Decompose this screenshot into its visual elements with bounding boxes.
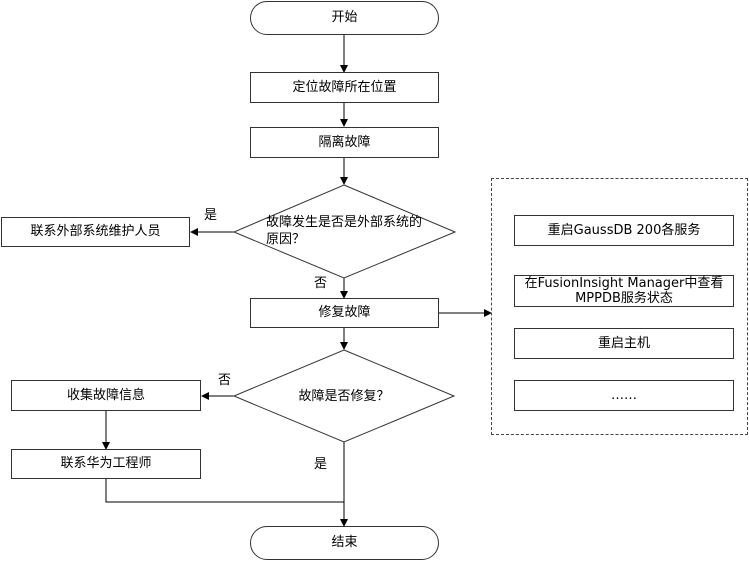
- contact-external-step: 联系外部系统维护人员: [1, 217, 190, 247]
- decision-repaired-label: 故障是否修复？: [298, 389, 390, 404]
- check-status-step: 在FusionInsight Manager中查看 MPPDB服务状态: [514, 275, 734, 307]
- label-no-repaired: 否: [218, 373, 232, 388]
- repair-steps-group: [491, 178, 748, 435]
- label-yes-external: 是: [204, 208, 218, 223]
- contact-huawei-step: 联系华为工程师: [11, 449, 201, 479]
- collect-info-step: 收集故障信息: [11, 380, 201, 411]
- restart-services-step: 重启GaussDB 200各服务: [514, 215, 734, 246]
- decision-external-shape: [232, 184, 457, 279]
- start-terminal: 开始: [250, 1, 439, 35]
- edge-contact-huawei-end: [105, 479, 344, 503]
- isolate-fault-step: 隔离故障: [250, 127, 439, 158]
- decision-repaired-text: 故障是否修复？: [264, 388, 424, 405]
- repair-fault-step: 修复故障: [250, 298, 439, 328]
- decision-repaired-shape: [232, 349, 456, 443]
- decision-external-line1: 故障发生是否是外部系统的: [265, 215, 422, 230]
- start-label: 开始: [331, 10, 358, 25]
- decision-external-line2: 原因？: [266, 232, 306, 247]
- repair-fault-label: 修复故障: [318, 305, 371, 320]
- end-terminal: 结束: [250, 526, 439, 560]
- more-steps-label: ……: [611, 387, 637, 403]
- contact-external-label: 联系外部系统维护人员: [30, 224, 161, 239]
- decision-external-text: 故障发生是否是外部系统的 原因？: [244, 214, 444, 248]
- restart-services-label: 重启GaussDB 200各服务: [547, 222, 701, 238]
- label-yes-repaired: 是: [314, 457, 328, 472]
- restart-host-label: 重启主机: [597, 335, 650, 351]
- more-steps-step: ……: [514, 380, 734, 411]
- check-status-line1: 在FusionInsight Manager中查看: [524, 276, 724, 291]
- end-label: 结束: [331, 535, 358, 550]
- collect-info-label: 收集故障信息: [66, 387, 145, 403]
- locate-fault-label: 定位故障所在位置: [292, 79, 397, 95]
- isolate-fault-label: 隔离故障: [318, 134, 371, 150]
- locate-fault-step: 定位故障所在位置: [250, 72, 439, 103]
- restart-host-step: 重启主机: [514, 328, 734, 359]
- check-status-line2: MPPDB服务状态: [575, 291, 673, 306]
- label-no-external: 否: [314, 276, 328, 291]
- contact-huawei-label: 联系华为工程师: [60, 456, 152, 471]
